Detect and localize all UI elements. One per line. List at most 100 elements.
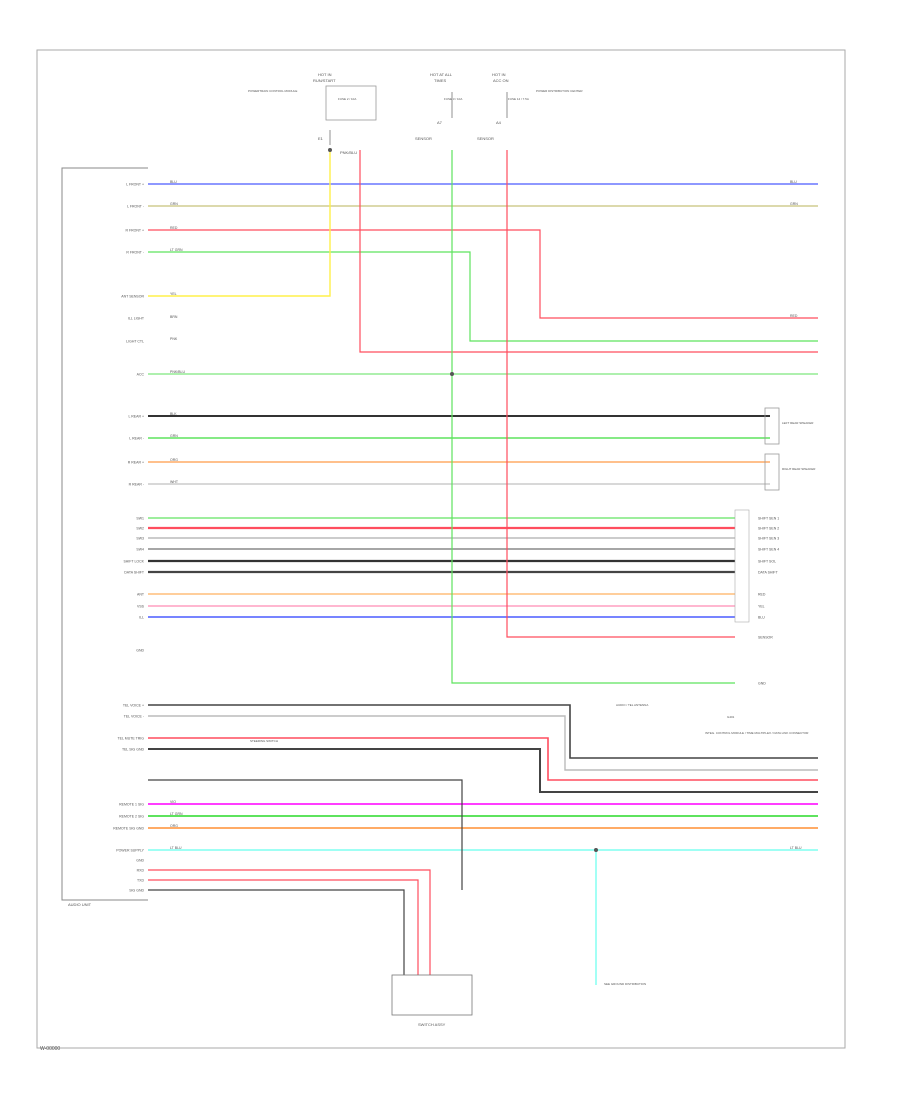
rear-speaker-right <box>764 453 780 491</box>
pin-label: R REAR - <box>129 483 145 487</box>
top-module-1-pin: E1 <box>318 136 324 141</box>
pin-label: ILL LIGHT <box>128 317 145 321</box>
top-module-3-note: FUSE 14 / 7.5A <box>508 97 529 101</box>
wire-code: WHT <box>170 480 179 484</box>
top-module-1-note: FUSE 2 / 10A <box>338 97 356 101</box>
top-module-2-wire: SENSOR <box>415 136 432 141</box>
switch-assy-box <box>391 974 473 1016</box>
pin-label: GND <box>136 649 144 653</box>
top-module-3-wire: SENSOR <box>477 136 494 141</box>
shift-connector <box>734 509 750 623</box>
top-module-2-sub: TIMES <box>434 78 447 83</box>
right-pin-label: BLU <box>758 616 765 620</box>
pin-label: TEL MUTE TRIG <box>118 737 145 741</box>
wire-tel-sig-gnd <box>148 748 818 793</box>
wire-code: LT GRN <box>170 812 183 816</box>
wire-steering-drop <box>148 779 463 890</box>
wire-tel-voice-pos <box>148 704 818 759</box>
wire-ant-sensor <box>148 150 331 297</box>
wire-code: BLU <box>790 180 797 184</box>
wire-rxd <box>148 869 431 975</box>
pin-label: ANT SENSOR <box>121 295 144 299</box>
pin-label: ACC <box>137 373 145 377</box>
splice-power <box>594 848 598 852</box>
pin-label: SHIFT LOCK <box>123 560 144 564</box>
rear-speaker-right-label: RIGHT REAR SPEAKER <box>782 467 816 471</box>
pin-label: SW3 <box>136 537 144 541</box>
top-module-3-sub: ACC ON <box>493 78 509 83</box>
wire-sensor <box>506 150 735 638</box>
antenna-note: AUDIO / TEL ANTENNA <box>616 703 648 707</box>
wire-code: GRN <box>170 202 178 206</box>
pin-label: REMOTE SIG GND <box>113 827 144 831</box>
wire-code: GRN <box>790 202 798 206</box>
wire-code: BRN <box>170 315 178 319</box>
right-pin-label: SHIFT SEN 2 <box>758 527 779 531</box>
wire-code: YEL <box>170 292 177 296</box>
right-labels: SHIFT SEN 1 SHIFT SEN 2 SHIFT SEN 3 SHIFT S… <box>758 517 779 686</box>
wire-tel-mute <box>148 737 818 781</box>
right-pin-label: GND <box>758 682 766 686</box>
pin-label: VSS <box>137 605 145 609</box>
pin-label: GND <box>136 859 144 863</box>
audio-unit-outline <box>61 167 148 901</box>
ground-note: G401 <box>727 715 735 719</box>
pin-label: DATA SHIFT <box>124 571 145 575</box>
top-module-3-pin: A4 <box>496 120 502 125</box>
right-pin-label: SHIFT SOL <box>758 560 776 564</box>
right-pin-label: SHIFT SEN 4 <box>758 548 779 552</box>
wire-r-front-pos <box>148 229 818 319</box>
wire-code: RED <box>170 226 178 230</box>
wire-code: LT BLU <box>170 846 182 850</box>
switch-assy-label: SWITCH ASSY <box>418 1022 446 1027</box>
wire-code: VIO <box>170 800 176 804</box>
pin-label: R FRONT - <box>126 251 144 255</box>
splice-acc <box>450 372 454 376</box>
top-module-1-box <box>325 85 377 121</box>
top-module-1-sub: RUN/START <box>313 78 336 83</box>
right-pin-label: YEL <box>758 605 765 609</box>
splice-ant <box>328 148 332 152</box>
wire-code: BLU <box>170 180 177 184</box>
pin-label: L REAR - <box>129 437 144 441</box>
pin-label: TEL SIG GND <box>122 748 145 752</box>
right-pin-label: SHIFT SEN 3 <box>758 537 779 541</box>
top-module-1-side: POWERTRAIN CONTROL MODULE <box>248 89 297 93</box>
wire-code: LT BLU <box>790 846 802 850</box>
wire-code: LT GRN <box>170 248 183 252</box>
pin-label: R FRONT + <box>125 229 144 233</box>
top-module-3-side: POWER DISTRIBUTION CENTER <box>536 89 583 93</box>
pin-label: TEL VOICE - <box>124 715 145 719</box>
left-labels: L FRONT +L FRONT -R FRONT +R FRONT -ANT … <box>113 183 145 893</box>
top-module-2-note: FUSE 3 / 10A <box>444 97 462 101</box>
wire-layer <box>148 150 818 985</box>
top-module-3-title: HOT IN <box>492 72 506 77</box>
wire-code: RED <box>790 314 798 318</box>
pin-label: R REAR + <box>128 461 144 465</box>
top-module-1-wire: PNK/BLU <box>340 150 357 155</box>
top-modules: HOT IN RUN/START POWERTRAIN CONTROL MODU… <box>248 72 583 155</box>
ground-distribution-note: SEE GROUND DISTRIBUTION <box>604 982 646 986</box>
wire-txd <box>148 879 419 975</box>
pin-label: TEL VOICE + <box>123 704 144 708</box>
right-pin-label: SHIFT SEN 1 <box>758 517 779 521</box>
wire-code-labels: BLU GRN RED LT GRN YEL BRN PNK PNK/BLU B… <box>170 180 802 850</box>
audio-unit-label: AUDIO UNIT <box>68 902 92 907</box>
right-side: LEFT REAR SPEAKER RIGHT REAR SPEAKER SHI… <box>616 407 816 735</box>
wire-light-ctl <box>359 150 818 353</box>
wire-gnd <box>451 150 735 684</box>
pin-label: SW1 <box>136 517 144 521</box>
pin-label: ILL <box>139 616 144 620</box>
right-pin-label: RED <box>758 593 766 597</box>
pin-label: SW2 <box>136 527 144 531</box>
splices <box>328 148 598 852</box>
right-pin-label: SENSOR <box>758 636 773 640</box>
rear-speaker-left <box>764 407 780 445</box>
pin-label: L FRONT - <box>127 205 145 209</box>
top-module-1-title: HOT IN <box>318 72 332 77</box>
pin-label: REMOTE 2 SIG <box>119 815 144 819</box>
integration-note: INTEG. CONTROL MODULE / TIME MULTIPLEX /… <box>705 731 809 735</box>
pin-label: SIG GND <box>129 889 144 893</box>
pin-label: REMOTE 1 SIG <box>119 803 144 807</box>
